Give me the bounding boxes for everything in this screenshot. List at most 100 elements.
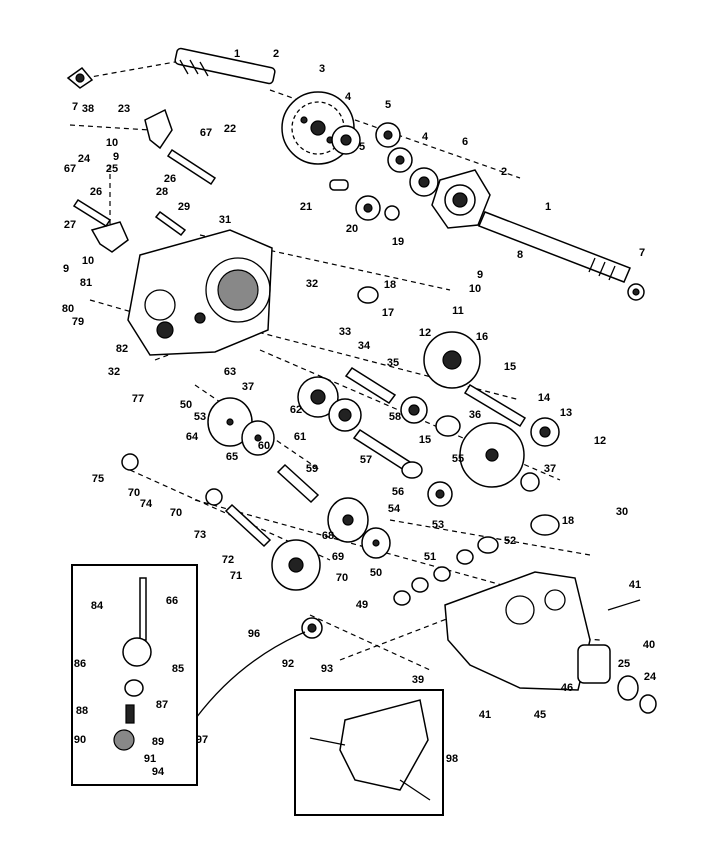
part-callout: 98 (446, 753, 458, 765)
part-callout: 29 (178, 201, 190, 213)
part-callout: 70 (170, 507, 182, 519)
part-callout: 35 (387, 357, 399, 369)
part-callout: 68 (322, 530, 334, 542)
part-callout: 15 (504, 361, 516, 373)
part-callout: 23 (118, 103, 130, 115)
part-callout: 13 (560, 407, 572, 419)
part-callout: 81 (80, 277, 92, 289)
part-callout: 36 (469, 409, 481, 421)
part-callout: 53 (432, 519, 444, 531)
part-callout: 57 (360, 454, 372, 466)
part-callout: 17 (382, 307, 394, 319)
part-callout: 80 (62, 303, 74, 315)
part-callout: 37 (544, 463, 556, 475)
shift-rods (72, 148, 217, 237)
detail-leader-line (195, 631, 306, 719)
part-callout: 53 (194, 411, 206, 423)
gear-cluster-center (297, 331, 560, 507)
part-callout: 86 (74, 658, 86, 670)
part-callout: 27 (64, 219, 76, 231)
part-callout: 96 (248, 628, 260, 640)
part-callout: 34 (358, 340, 371, 352)
part-callout: 89 (152, 736, 164, 748)
part-callout: 84 (91, 600, 104, 612)
part-callout: 12 (594, 435, 606, 447)
part-callout: 58 (389, 411, 401, 423)
part-callout: 2 (501, 166, 507, 178)
part-callout: 10 (82, 255, 94, 267)
part-callout: 92 (282, 658, 294, 670)
part-callout: 11 (452, 305, 464, 317)
part-callout: 70 (336, 572, 348, 584)
part-callout: 94 (152, 766, 165, 778)
part-callout: 18 (384, 279, 396, 291)
part-callout: 20 (346, 223, 358, 235)
part-callout: 19 (392, 236, 404, 248)
case-half-31 (127, 229, 273, 356)
part-callout: 6 (462, 136, 468, 148)
part-callout: 55 (452, 453, 464, 465)
part-callout: 3 (319, 63, 325, 75)
gear-set-upper (329, 122, 439, 221)
part-callout: 63 (224, 366, 236, 378)
part-callout: 4 (345, 91, 352, 103)
middle-shafts (224, 366, 527, 548)
part-callout: 16 (476, 331, 488, 343)
part-callout: 26 (164, 173, 176, 185)
part-callout: 82 (116, 343, 128, 355)
part-callout: 1 (234, 48, 240, 60)
part-callout: 41 (629, 579, 641, 591)
part-callout: 59 (306, 463, 318, 475)
part-callout: 39 (412, 674, 424, 686)
inset-detail-97 (71, 564, 198, 786)
part-callout: 7 (72, 101, 78, 113)
part-callout: 65 (226, 451, 238, 463)
part-callout: 75 (92, 473, 104, 485)
part-callout: 77 (132, 393, 144, 405)
part-callout: 7 (639, 247, 645, 259)
part-callout: 2 (273, 48, 279, 60)
shaft-upper-left (174, 47, 276, 85)
part-callout: 25 (106, 163, 118, 175)
part-callout: 70 (128, 487, 140, 499)
part-callout: 91 (144, 753, 156, 765)
part-callout: 10 (469, 283, 481, 295)
part-callout: 1 (545, 201, 551, 213)
part-callout: 93 (321, 663, 333, 675)
part-callout: 46 (561, 682, 573, 694)
part-callout: 14 (538, 392, 551, 404)
part-callout: 88 (76, 705, 88, 717)
part-callout: 71 (230, 570, 242, 582)
part-callout: 74 (140, 498, 153, 510)
shift-forks (90, 108, 173, 253)
part-callout: 73 (194, 529, 206, 541)
part-callout: 5 (359, 141, 365, 153)
part-callout: 32 (108, 366, 120, 378)
part-callout: 33 (339, 326, 351, 338)
transmission-housing-39 (444, 571, 657, 714)
part-callout: 50 (370, 567, 382, 579)
part-callout: 87 (156, 699, 168, 711)
part-callout: 22 (224, 123, 236, 135)
part-callout: 9 (113, 151, 119, 163)
part-callout: 49 (356, 599, 368, 611)
part-callout: 40 (643, 639, 655, 651)
part-callout: 10 (106, 137, 118, 149)
part-callout: 12 (419, 327, 431, 339)
part-callout: 38 (82, 103, 94, 115)
part-callout: 5 (385, 99, 391, 111)
part-callout: 21 (300, 201, 312, 213)
brake-discs (207, 397, 391, 591)
part-callout: 54 (388, 503, 401, 515)
end-washers-7 (66, 66, 645, 301)
part-callout: 28 (156, 186, 168, 198)
part-callout: 24 (78, 153, 91, 165)
part-callout: 85 (172, 663, 184, 675)
part-callout: 64 (186, 431, 199, 443)
part-callout: 51 (424, 551, 436, 563)
part-callout: 56 (392, 486, 404, 498)
part-callout: 9 (63, 263, 69, 275)
